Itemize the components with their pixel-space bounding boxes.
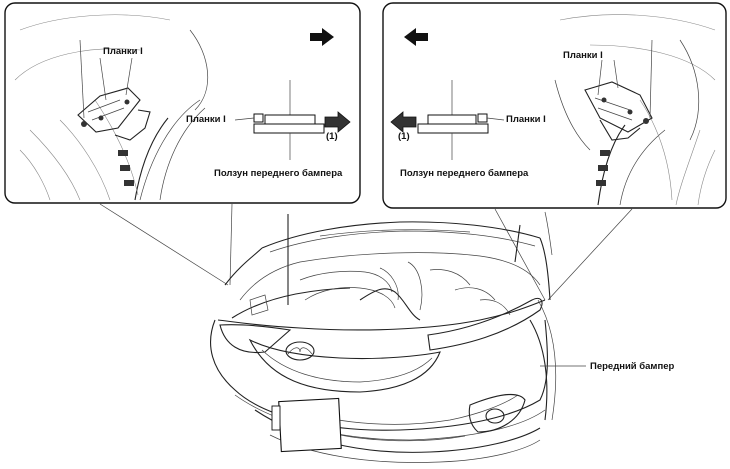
right-marker-label: (1) — [398, 131, 410, 142]
right-planki-top-label: Планки I — [563, 50, 603, 61]
left-direction-arrow — [310, 28, 334, 46]
car-front-illustration — [210, 211, 586, 463]
left-planki-side-label: Планки I — [186, 114, 226, 125]
left-fender-sketch — [14, 14, 208, 201]
right-planki-side-label: Планки I — [506, 114, 546, 125]
left-planki-top-label: Планки I — [103, 46, 143, 57]
left-slider-schematic — [234, 80, 351, 160]
left-marker-label: (1) — [326, 131, 338, 142]
left-slider-label: Ползун переднего бампера — [214, 168, 343, 179]
left-detail-panel: Планки I Планки I (1) Ползун переднего б… — [4, 2, 361, 204]
callout-lines — [99, 203, 633, 301]
front-bumper-label: Передний бампер — [590, 361, 674, 372]
right-direction-arrow — [404, 28, 428, 46]
right-detail-panel: (1) Планки I Ползун переднего бампера Пл… — [382, 2, 727, 209]
right-slider-schematic — [390, 80, 505, 160]
right-fender-sketch — [554, 14, 716, 206]
right-slider-label: Ползун переднего бампера — [400, 168, 529, 179]
